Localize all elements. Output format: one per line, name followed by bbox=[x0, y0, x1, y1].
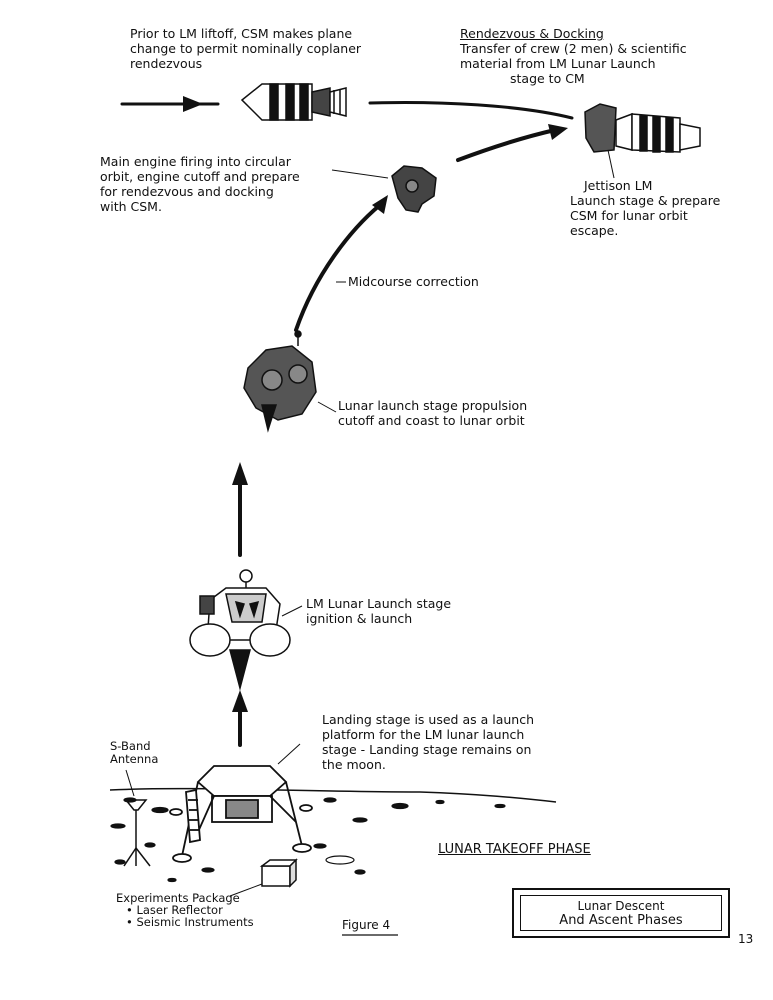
lm-landing-stage bbox=[169, 743, 313, 863]
figure-label: Figure 4 bbox=[342, 918, 391, 932]
trajectory-path bbox=[120, 96, 574, 747]
section-box: Lunar Descent And Ascent Phases bbox=[512, 888, 730, 938]
lm-ascent-stage-ignition bbox=[189, 569, 303, 691]
s-band-antenna bbox=[123, 769, 151, 867]
rendezvous-title: Rendezvous & Docking bbox=[460, 26, 604, 41]
lm-ascent-stage-small bbox=[331, 165, 437, 213]
ignition-note: LM Lunar Launch stage ignition & launch bbox=[306, 596, 452, 626]
experiments-package bbox=[229, 858, 298, 897]
experiments-label: Experiments Package • Laser Reflector • … bbox=[116, 891, 254, 929]
lm-ascent-stage-coasting bbox=[243, 330, 337, 433]
landing-stage-note: Landing stage is used as a launch platfo… bbox=[322, 712, 534, 772]
jettison-note: Jettison LM Launch stage & prepare CSM f… bbox=[570, 178, 721, 238]
section-box-inner: Lunar Descent And Ascent Phases bbox=[520, 895, 722, 931]
plane-change-note: Prior to LM liftoff, CSM makes plane cha… bbox=[130, 26, 362, 71]
rendezvous-note: Rendezvous & Docking Transfer of crew (2… bbox=[460, 26, 687, 86]
midcourse-note: Midcourse correction bbox=[348, 274, 479, 289]
csm-spacecraft-left bbox=[240, 83, 347, 121]
page-number: 13 bbox=[738, 932, 754, 946]
lunar-surface bbox=[109, 787, 557, 883]
box-line-2: And Ascent Phases bbox=[559, 913, 683, 928]
propulsion-cutoff-note: Lunar launch stage propulsion cutoff and… bbox=[338, 398, 528, 428]
csm-docked-right bbox=[584, 103, 701, 179]
antenna-label: S-Band Antenna bbox=[110, 739, 159, 766]
box-line-1: Lunar Descent bbox=[577, 899, 665, 913]
phase-title: LUNAR TAKEOFF PHASE bbox=[438, 842, 591, 857]
main-engine-note: Main engine firing into circular orbit, … bbox=[100, 154, 300, 214]
